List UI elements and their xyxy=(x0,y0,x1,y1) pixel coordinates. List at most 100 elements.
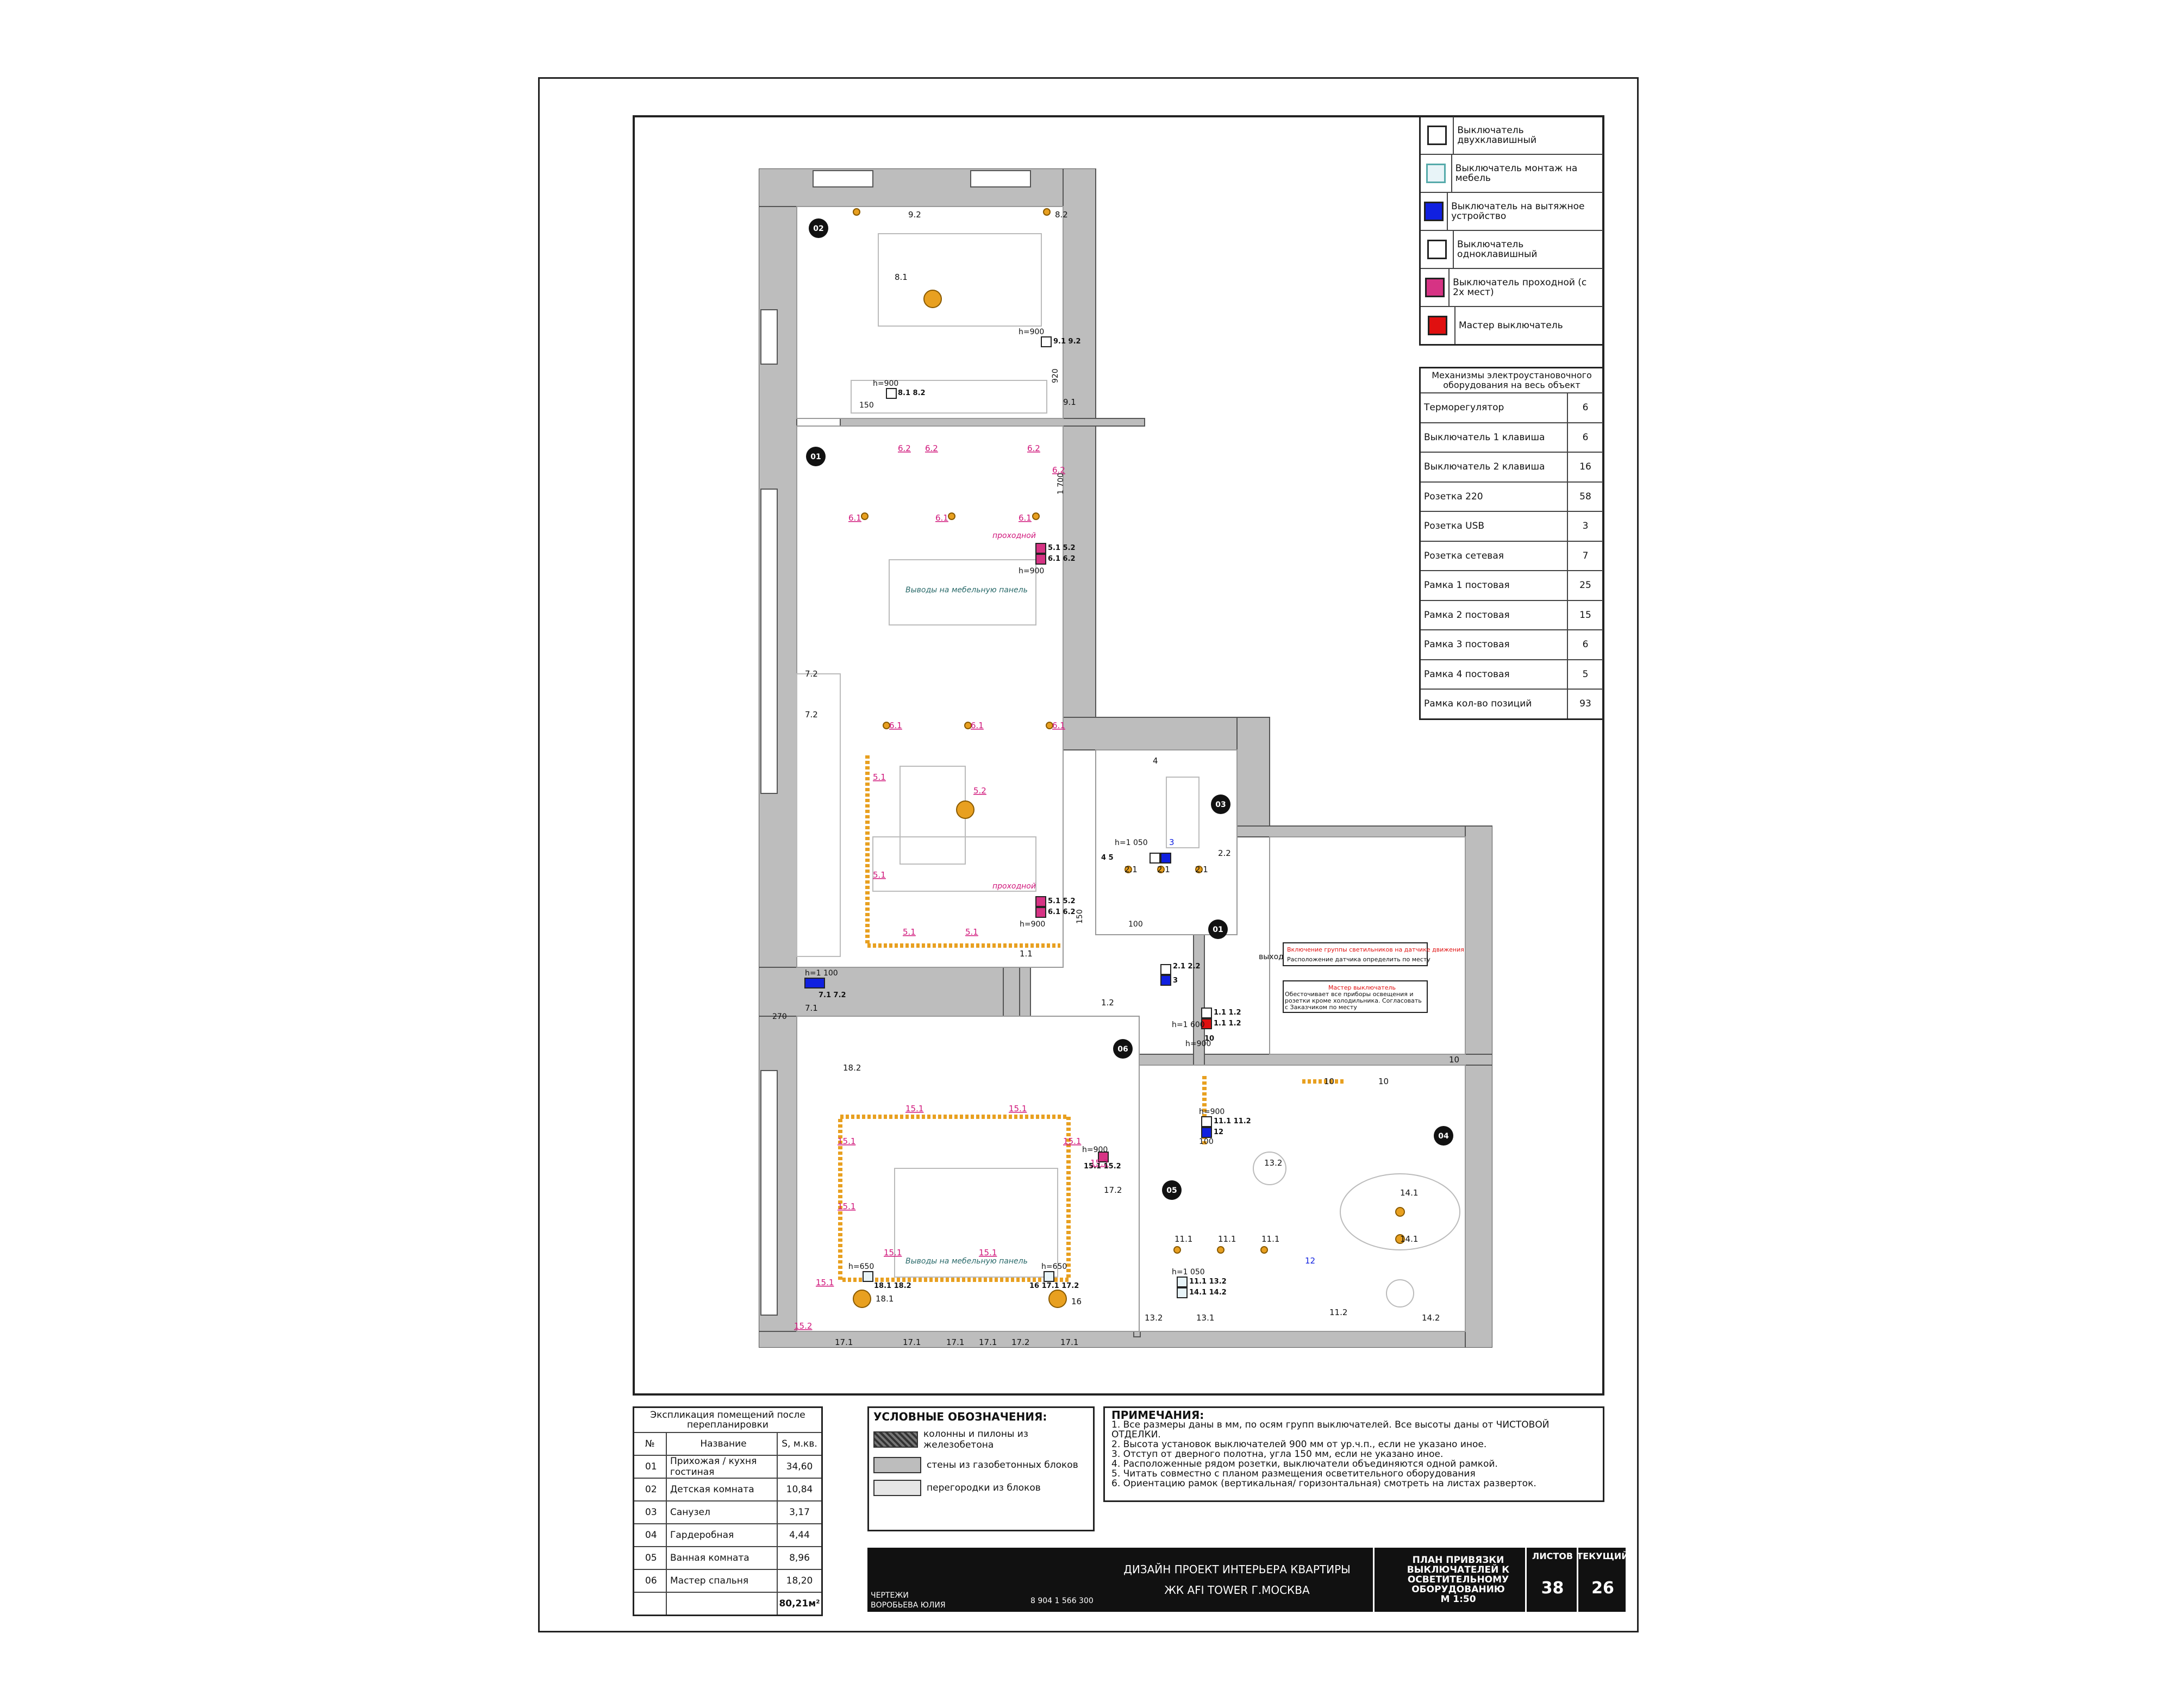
cell-num: 04 xyxy=(634,1524,667,1546)
legend-label: Мастер выключатель xyxy=(1459,320,1563,331)
fixture-label: 2.1 xyxy=(1125,865,1138,874)
note-motion-body: Расположение датчика определить по месту xyxy=(1287,956,1430,963)
furniture-panel-label: Выводы на мебельную панель xyxy=(905,1257,1028,1266)
double-switch-icon xyxy=(1421,117,1454,154)
author-line-2: ВОРОБЬЕВА ЮЛИЯ xyxy=(871,1601,946,1610)
sheet-scale: М 1:50 xyxy=(1440,1594,1476,1605)
passthrough-label: проходной xyxy=(992,531,1036,540)
note-master-title: Мастер выключатель xyxy=(1328,984,1396,991)
dimension-label: 270 xyxy=(772,1012,787,1021)
mech-name: Выключатель 1 клавиша xyxy=(1421,423,1568,452)
cell-name: Мастер спальня xyxy=(667,1570,778,1592)
dimension-label: 150 xyxy=(1076,909,1084,924)
height-label: h=900 xyxy=(1185,1040,1211,1048)
fixture-label: 13.2 xyxy=(1145,1313,1163,1323)
light-label: 15.1 xyxy=(838,1202,855,1211)
conventions-title: УСЛОВНЫЕ ОБОЗНАЧЕНИЯ: xyxy=(873,1410,1047,1423)
note-box-texts: Включение группы светильников на датчике… xyxy=(1285,946,1464,1011)
fixture-label: 10 xyxy=(1378,1077,1389,1086)
sheets-count-cell: ЛИСТОВ 38 xyxy=(1525,1548,1578,1612)
cell-num: 03 xyxy=(634,1501,667,1523)
blue-label: 12 xyxy=(1305,1256,1315,1266)
room-markers xyxy=(806,218,1453,1200)
explication-header-row: № Название S, м.кв. xyxy=(634,1433,821,1456)
cell-num: 02 xyxy=(634,1479,667,1500)
block-wall-swatch-icon xyxy=(873,1457,921,1473)
light-label: 15.2 xyxy=(794,1321,812,1331)
legend-row: Выключатель одноклавишный xyxy=(1421,231,1603,269)
switch-label: 7.1 7.2 xyxy=(819,991,846,999)
light-label: 6.1 xyxy=(1019,513,1032,523)
convention-label: стены из газобетонных блоков xyxy=(927,1460,1078,1471)
note-line: 2. Высота установок выключателей 900 мм … xyxy=(1111,1439,1487,1450)
room-marker: 03 xyxy=(1215,800,1226,809)
room-explication-table: Экспликация помещений после перепланиров… xyxy=(633,1406,823,1616)
height-label: h=900 xyxy=(1199,1108,1225,1116)
current-label: ТЕКУЩИЙ xyxy=(1577,1551,1629,1561)
cell-num: 05 xyxy=(634,1547,667,1569)
cell-num: 01 xyxy=(634,1456,667,1478)
furniture-switch-icon xyxy=(1421,155,1452,192)
cell-name: Гардеробная xyxy=(667,1524,778,1546)
light-label: 15.1 xyxy=(816,1278,834,1287)
height-label: h=650 xyxy=(848,1262,874,1271)
legend-row: Мастер выключатель xyxy=(1421,307,1603,344)
sheet-title-cell: ПЛАН ПРИВЯЗКИ ВЫКЛЮЧАТЕЛЕЙ К ОСВЕТИТЕЛЬН… xyxy=(1373,1548,1542,1612)
drawing-sheet-border xyxy=(538,77,1639,1632)
mechanisms-table: Механизмы электроустановочного оборудова… xyxy=(1419,367,1604,720)
height-label: h=900 xyxy=(873,379,898,388)
switch-label: 16 17.1 17.2 xyxy=(1029,1282,1079,1290)
partition-swatch-icon xyxy=(873,1480,921,1496)
convention-row: колонны и пилоны из железобетона xyxy=(869,1425,1093,1454)
height-label: h=900 xyxy=(1082,1146,1108,1154)
fixture-label: 17.1 xyxy=(1060,1337,1078,1347)
mech-value: 3 xyxy=(1582,521,1589,532)
room-marker: 01 xyxy=(810,453,821,461)
mech-value: 25 xyxy=(1579,580,1591,591)
fixture-label: 2.1 xyxy=(1195,865,1208,874)
fixture-label: 16 xyxy=(1071,1297,1082,1306)
cell-area: 10,84 xyxy=(786,1484,813,1495)
notes-block: ПРИМЕЧАНИЯ: 1. Все размеры даны в мм, по… xyxy=(1103,1406,1604,1502)
light-label: 5.1 xyxy=(873,870,886,880)
fixture-label: 17.1 xyxy=(835,1337,853,1347)
light-label: 15.1 xyxy=(905,1104,923,1113)
switch-label: 6.1 6.2 xyxy=(1048,555,1076,563)
room-marker: 02 xyxy=(813,224,823,233)
dimension-label: 920 xyxy=(1051,368,1060,383)
total-row: 80,21м² xyxy=(634,1593,821,1615)
exit-label: выход xyxy=(1259,953,1284,961)
concrete-swatch-icon xyxy=(873,1431,918,1448)
dimensions: 920 150 1 700 100 150 270 100 xyxy=(772,368,1214,1146)
sheets-label: ЛИСТОВ xyxy=(1532,1551,1573,1561)
fixture-label: 9.2 xyxy=(908,210,921,220)
light-label: 15.1 xyxy=(884,1248,902,1257)
room-marker: 05 xyxy=(1166,1186,1177,1195)
legend-row: Выключатель проходной (с 2х мест) xyxy=(1421,269,1603,307)
light-label: 5.2 xyxy=(973,786,986,796)
fixture-labels: 9.2 8.2 8.1 9.1 7.2 7.2 7.1 1.1 1.2 4 2.… xyxy=(805,210,1459,1347)
cell-area: 34,60 xyxy=(786,1461,813,1472)
mech-value: 6 xyxy=(1582,639,1589,650)
windows xyxy=(760,170,1031,1316)
room-marker: 06 xyxy=(1117,1045,1128,1054)
cell-name: Прихожая / кухня гостиная xyxy=(667,1456,778,1478)
mech-name: Рамка 2 постовая xyxy=(1421,600,1568,629)
mech-name: Выключатель 2 клавиша xyxy=(1421,453,1568,481)
blue-labels: 3 12 xyxy=(1169,837,1315,1266)
current-sheet-cell: ТЕКУЩИЙ 26 xyxy=(1577,1548,1629,1612)
dimension-label: 150 xyxy=(859,401,874,410)
title-block: ЧЕРТЕЖИ ВОРОБЬЕВА ЮЛИЯ 8 904 1 566 300 Д… xyxy=(867,1548,1629,1612)
light-label: 6.1 xyxy=(971,721,984,730)
annotations: проходной проходной Выводы на мебельную … xyxy=(905,531,1284,1266)
legend-row: Выключатель монтаж на мебель xyxy=(1421,155,1603,193)
mech-value: 5 xyxy=(1582,668,1589,680)
mech-name: Рамка 3 постовая xyxy=(1421,630,1568,659)
light-label: 15.1 xyxy=(1009,1104,1027,1113)
floor-plan: 02 01 03 01 06 04 05 6.2 6.2 6.2 6.2 6 xyxy=(759,168,1492,1348)
